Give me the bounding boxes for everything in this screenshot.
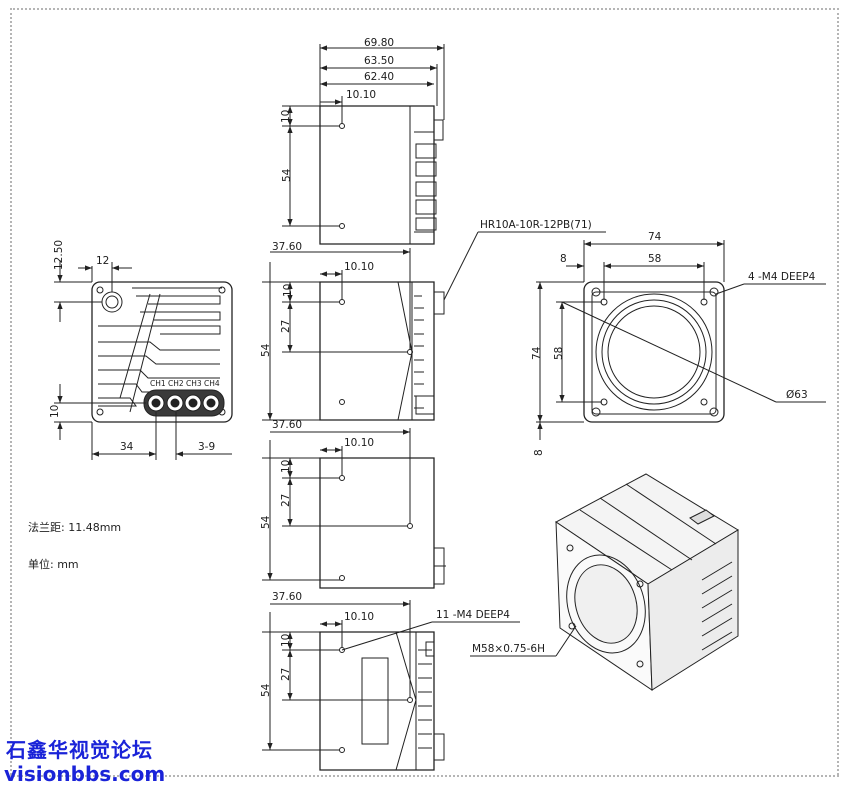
dim-s3-h3: 54 — [260, 683, 272, 697]
dimension-labels: 69.80 63.50 62.40 10.10 10 54 37.60 10.1… — [49, 37, 816, 697]
frame-right — [837, 8, 839, 775]
connector-callout — [444, 232, 606, 300]
dim-top-w1: 69.80 — [364, 37, 394, 49]
dim-s1-h1: 10 — [282, 284, 294, 297]
dim-s1-h2: 27 — [280, 320, 292, 333]
dim-front-hinner: 58 — [553, 347, 565, 360]
dim-top-h1: 10 — [280, 110, 292, 123]
dim-s3-w: 10.10 — [344, 611, 374, 623]
rear-view — [54, 260, 232, 460]
callout-connector: HR10A-10R-12PB(71) — [480, 219, 592, 231]
unit-note: 单位: mm — [28, 558, 79, 571]
dim-top-w3: 62.40 — [364, 71, 394, 83]
dim-s1-w: 10.10 — [344, 261, 374, 273]
label-ch1: CH1 — [150, 379, 166, 388]
dim-rear-wright: 3-9 — [198, 441, 215, 453]
dim-s3-h2: 27 — [280, 668, 292, 681]
dim-s1-off: 37.60 — [272, 241, 302, 253]
dim-rear-hbottom: 10 — [49, 405, 61, 418]
dim-front-wouter: 74 — [648, 231, 662, 243]
dim-top-h2: 54 — [281, 168, 293, 182]
dim-s2-h2: 27 — [280, 494, 292, 507]
dim-front-houter: 74 — [531, 346, 543, 360]
top-view — [282, 44, 444, 244]
dim-s3-h1: 10 — [280, 634, 292, 647]
frame-top — [10, 8, 839, 10]
watermark-title: 石鑫华视觉论坛 — [6, 738, 153, 762]
side-view-3 — [262, 600, 520, 770]
frame-left — [10, 8, 12, 775]
dim-front-wmargin: 8 — [560, 253, 567, 265]
front-view — [536, 240, 826, 440]
flange-note: 法兰距: 11.48mm — [28, 521, 122, 534]
dim-s2-h1: 10 — [280, 460, 292, 473]
dim-s2-off: 37.60 — [272, 419, 302, 431]
dim-front-winner: 58 — [648, 253, 661, 265]
dim-s3-off: 37.60 — [272, 591, 302, 603]
callout-m4-side: 11 -M4 DEEP4 — [436, 609, 510, 621]
dim-front-hmargin: 8 — [533, 449, 545, 456]
dim-top-w2: 63.50 — [364, 55, 394, 67]
callout-m4-front: 4 -M4 DEEP4 — [748, 271, 816, 283]
label-ch3: CH3 — [186, 379, 202, 388]
dim-rear-wleft: 34 — [120, 441, 134, 453]
side-view-2 — [262, 428, 446, 588]
dim-rear-wtop: 12 — [96, 255, 109, 267]
label-ch2: CH2 — [168, 379, 184, 388]
dim-s1-h3: 54 — [260, 343, 272, 357]
isometric-view — [470, 474, 738, 690]
watermark-url: visionbbs.com — [4, 762, 166, 786]
callout-thread: M58×0.75-6H — [472, 643, 545, 655]
dim-s2-w: 10.10 — [344, 437, 374, 449]
side-view-1 — [262, 248, 444, 420]
dim-s2-h3: 54 — [260, 515, 272, 529]
label-ch4: CH4 — [204, 379, 220, 388]
dim-rear-htop: 12.50 — [53, 240, 65, 270]
dim-front-diameter: Ø63 — [786, 389, 808, 401]
frame-bottom — [10, 775, 839, 777]
dim-top-w4: 10.10 — [346, 89, 376, 101]
